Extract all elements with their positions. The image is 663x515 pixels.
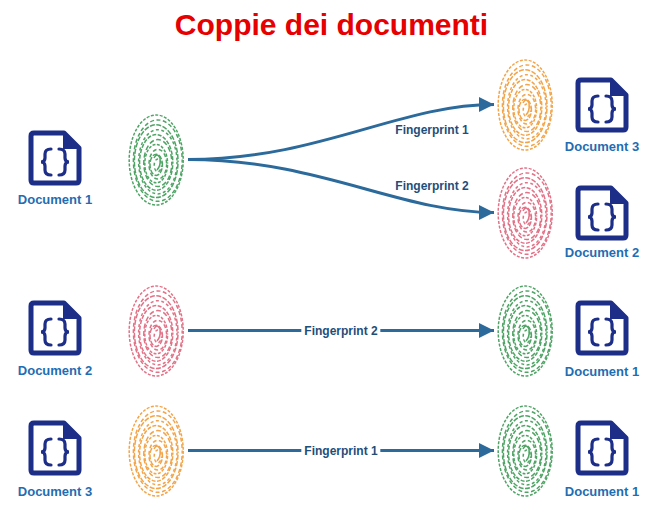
- document-label: Document 1: [7, 192, 103, 207]
- fingerprint: [128, 403, 186, 498]
- document-node: Document 1: [494, 400, 656, 501]
- document-label: Document 3: [554, 139, 650, 154]
- document-icon: [575, 77, 629, 133]
- edge-label: Fingerprint 1: [392, 123, 471, 137]
- fingerprint: [497, 57, 555, 152]
- document-label: Document 2: [7, 363, 103, 378]
- document-node: Document 1: [4, 108, 188, 209]
- fingerprint: [128, 112, 186, 207]
- document-icon: [28, 420, 82, 476]
- document-label: Document 2: [554, 245, 650, 260]
- edge-label: Fingerprint 2: [392, 179, 471, 193]
- document-icon: [575, 300, 629, 356]
- arrow-connector: [188, 105, 494, 160]
- edge-label: Fingerprint 2: [301, 324, 380, 338]
- document-node: Document 1: [494, 280, 656, 381]
- document-label: Document 1: [554, 364, 650, 379]
- document-node: Document 2: [494, 163, 656, 262]
- document-node: Document 3: [4, 400, 188, 501]
- arrow-connector: [188, 160, 494, 213]
- edge-label: Fingerprint 1: [301, 444, 380, 458]
- document-icon: [28, 300, 82, 356]
- document-label: Document 1: [554, 484, 650, 499]
- fingerprint: [497, 403, 555, 498]
- document-label: Document 3: [7, 484, 103, 499]
- fingerprint: [497, 165, 555, 260]
- document-node: Document 3: [494, 55, 656, 156]
- document-icon: [575, 185, 629, 241]
- document-icon: [28, 130, 82, 186]
- fingerprint: [128, 283, 186, 378]
- diagram-title: Coppie dei documenti: [0, 8, 663, 42]
- document-icon: [575, 420, 629, 476]
- document-node: Document 2: [4, 280, 188, 380]
- fingerprint: [497, 283, 555, 378]
